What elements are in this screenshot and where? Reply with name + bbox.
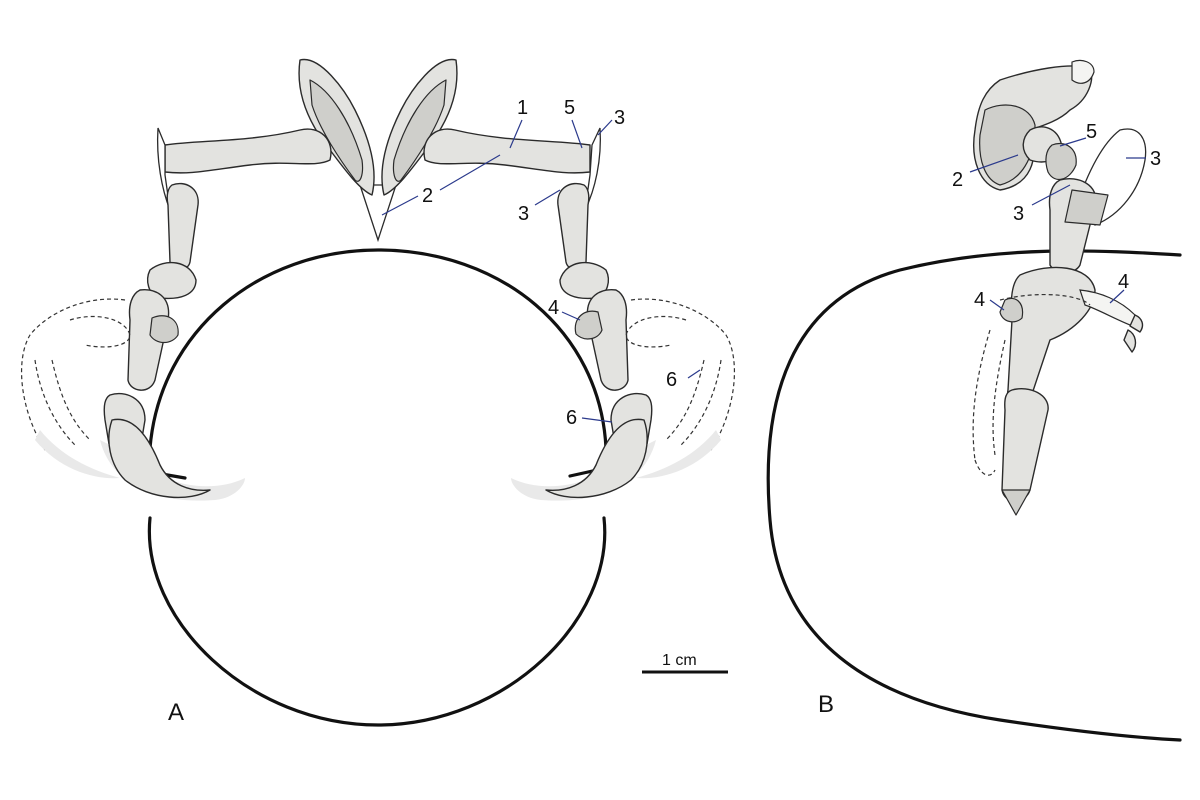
callout-b-5: 5 — [1086, 121, 1097, 143]
panel-label-b: B — [818, 691, 834, 718]
b-digit — [1001, 388, 1049, 502]
right-claw — [545, 418, 648, 499]
b-upper-block-shade — [979, 104, 1036, 186]
leader-b-5 — [1059, 137, 1087, 147]
scale-bar-label: 1 cm — [662, 652, 697, 669]
left-coracoid-shade — [309, 79, 364, 182]
right-radius — [586, 289, 629, 391]
callout-a-2: 2 — [422, 185, 433, 207]
callout-b-2: 2 — [952, 169, 963, 191]
callout-b-3-left: 3 — [1013, 203, 1024, 225]
callout-a-5: 5 — [564, 97, 575, 119]
callout-a-6-left: 6 — [566, 407, 577, 429]
leader-b-3-left — [1031, 184, 1071, 206]
scale-bar-group: 1 cm — [642, 652, 728, 674]
leader-a-1 — [509, 119, 523, 149]
leader-a-5 — [571, 119, 583, 149]
body-outline-upper — [148, 248, 608, 450]
left-humerus — [166, 182, 199, 271]
callout-a-1: 1 — [517, 97, 528, 119]
leader-b-4-left — [989, 299, 1005, 311]
callout-a-6-right: 6 — [666, 369, 677, 391]
b-wrist — [999, 297, 1024, 323]
b-shaft-plate — [1064, 189, 1109, 226]
callout-a-3-top: 3 — [614, 107, 625, 129]
b-top-cap — [1071, 59, 1095, 84]
right-humerus — [557, 182, 590, 271]
panel-a: 1 5 3 2 3 4 6 6 A — [21, 58, 735, 727]
right-upper-bone — [423, 128, 591, 174]
right-dashed-claw-sheath — [636, 430, 721, 479]
b-dashed-limb — [972, 293, 1091, 476]
callout-b-4-left: 4 — [974, 289, 985, 311]
left-radius — [127, 289, 170, 391]
sternum-cartilage — [359, 184, 397, 243]
leader-a-4 — [561, 311, 581, 321]
leader-a-3-mid — [534, 189, 561, 206]
panel-b: 2 5 3 3 4 4 B — [766, 59, 1182, 742]
right-elbow-joint — [559, 261, 609, 300]
left-dashed-limb — [21, 298, 131, 451]
callout-a-3-mid: 3 — [518, 203, 529, 225]
b-digit-tip — [1001, 489, 1031, 516]
left-upper-bone — [164, 128, 332, 174]
left-dashed-claw-sheath — [35, 430, 120, 479]
panel-label-a: A — [168, 699, 184, 726]
leader-b-2 — [969, 154, 1019, 173]
leader-a-6-left — [581, 417, 613, 423]
left-elbow-joint — [147, 261, 197, 300]
leader-a-6-right — [687, 369, 701, 379]
b-toe-claw-1 — [1129, 314, 1144, 333]
b-toe-claw-2 — [1123, 329, 1137, 353]
b-joint-knob — [1045, 143, 1077, 181]
left-carpal — [149, 315, 179, 344]
b-forearm — [1006, 266, 1096, 406]
left-claw — [108, 418, 211, 499]
callout-a-4: 4 — [548, 297, 559, 319]
right-dashed-limb — [625, 298, 735, 451]
body-outline-side — [766, 249, 1182, 742]
body-outline-lower — [147, 516, 607, 727]
leader-b-4-right — [1109, 289, 1125, 304]
leader-a-3-top — [597, 119, 613, 136]
leader-a-2-left — [381, 195, 419, 216]
right-carpal — [574, 310, 603, 340]
callout-b-4-right: 4 — [1118, 271, 1129, 293]
callout-b-3-right: 3 — [1150, 148, 1161, 170]
leader-a-2-right — [439, 154, 501, 191]
